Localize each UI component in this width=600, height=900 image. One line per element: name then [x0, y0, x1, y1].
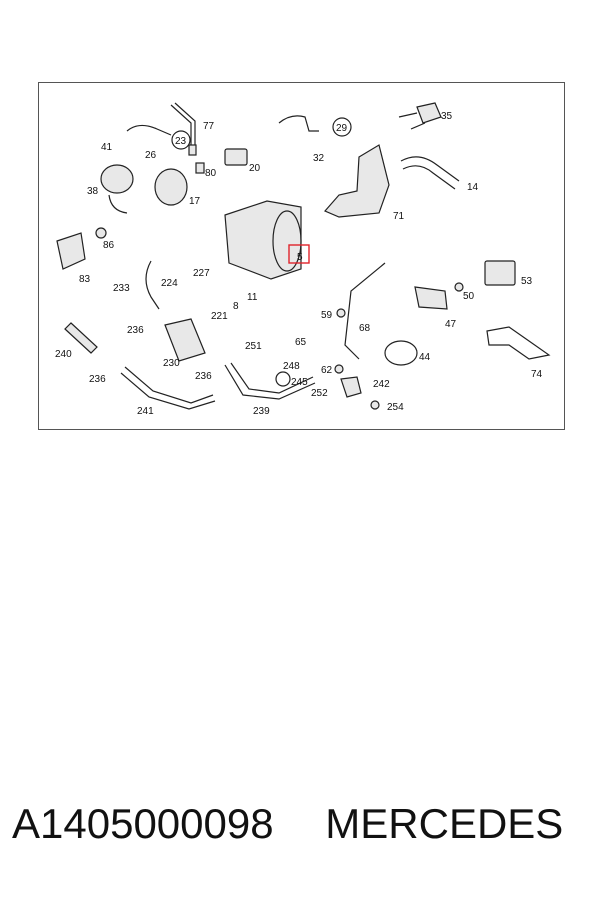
highlight-box-5 [288, 244, 310, 264]
part-239-pipe [224, 362, 316, 400]
part-80-connector [195, 162, 205, 174]
label-230: 230 [163, 358, 180, 369]
label-5: 5 [297, 252, 303, 263]
part-245-washer [275, 371, 291, 387]
label-59: 59 [321, 310, 333, 321]
part-242-bracket [340, 376, 362, 398]
label-26: 26 [145, 150, 157, 161]
part-241-pipe [120, 366, 216, 410]
label-221: 221 [211, 311, 228, 322]
label-41: 41 [101, 142, 113, 153]
label-50: 50 [463, 291, 475, 302]
part-59-screw [336, 308, 346, 318]
label-239: 239 [253, 406, 270, 417]
label-74: 74 [531, 369, 543, 380]
part-23-circle [171, 130, 191, 150]
part-38-pump [100, 164, 134, 194]
label-62: 62 [321, 365, 333, 376]
label-20: 20 [249, 163, 261, 174]
label-17: 17 [189, 196, 201, 207]
part-86-nut [95, 227, 107, 239]
part-77-tip [188, 144, 197, 156]
part-35-bracket [398, 112, 426, 130]
label-32: 32 [313, 153, 325, 164]
part-83-plate [56, 232, 86, 270]
label-86: 86 [103, 240, 115, 251]
label-236b: 236 [89, 374, 106, 385]
part-14-hose [400, 156, 460, 190]
label-252: 252 [311, 388, 328, 399]
label-23: 23 [175, 136, 187, 147]
part-5-heater-body [224, 200, 302, 280]
brand-name: MERCEDES [325, 800, 564, 847]
part-53-box [484, 260, 516, 286]
part-38-wire [108, 194, 128, 214]
label-11: 11 [247, 292, 258, 303]
label-14: 14 [467, 182, 479, 193]
part-71-bracket [324, 144, 390, 218]
part-drawings [56, 102, 551, 410]
part-23-wire [126, 124, 172, 136]
label-248: 248 [283, 361, 300, 372]
part-labels: 77 23 29 35 41 26 80 20 32 14 38 17 71 8… [55, 111, 543, 417]
label-77: 77 [203, 121, 215, 132]
part-17-canister [154, 168, 188, 206]
part-74-bracket [486, 326, 551, 360]
part-233-hose [145, 260, 160, 310]
label-47: 47 [445, 319, 457, 330]
part-68-rod [344, 262, 386, 360]
label-38: 38 [87, 186, 99, 197]
exploded-parts-diagram: 77 23 29 35 41 26 80 20 32 14 38 17 71 8… [55, 102, 551, 417]
label-83: 83 [79, 274, 91, 285]
label-240: 240 [55, 349, 72, 360]
part-caption: A1405000098 MERCEDES [12, 800, 588, 848]
label-227: 227 [193, 268, 210, 279]
label-80: 80 [205, 168, 217, 179]
part-62-screw [334, 364, 344, 374]
label-236c: 236 [195, 371, 212, 382]
part-230-muffler [164, 318, 206, 362]
part-77-pipe [170, 102, 196, 145]
label-71: 71 [393, 211, 405, 222]
label-35: 35 [441, 111, 453, 122]
label-251: 251 [245, 341, 262, 352]
label-242: 242 [373, 379, 390, 390]
part-50-screw [454, 282, 464, 292]
part-20-box [224, 148, 248, 166]
label-8: 8 [233, 301, 239, 312]
label-254: 254 [387, 402, 404, 413]
part-number: A1405000098 [12, 800, 274, 847]
label-224: 224 [161, 278, 178, 289]
part-29-circle [332, 117, 352, 137]
label-44: 44 [419, 352, 431, 363]
label-68: 68 [359, 323, 371, 334]
label-241: 241 [137, 406, 154, 417]
parts-diagram-frame: 77 23 29 35 41 26 80 20 32 14 38 17 71 8… [38, 82, 565, 430]
label-245: 245 [291, 377, 308, 388]
label-236: 236 [127, 325, 144, 336]
label-29: 29 [336, 123, 348, 134]
part-44-clamp [384, 340, 418, 366]
part-35-relay [416, 102, 442, 124]
part-240-tube [64, 322, 98, 354]
label-53: 53 [521, 276, 533, 287]
part-29-wire [278, 115, 319, 132]
label-233: 233 [113, 283, 130, 294]
part-254-screw [370, 400, 380, 410]
part-47-bracket [414, 286, 448, 310]
part-5-heater-end [272, 210, 302, 272]
label-65: 65 [295, 337, 307, 348]
